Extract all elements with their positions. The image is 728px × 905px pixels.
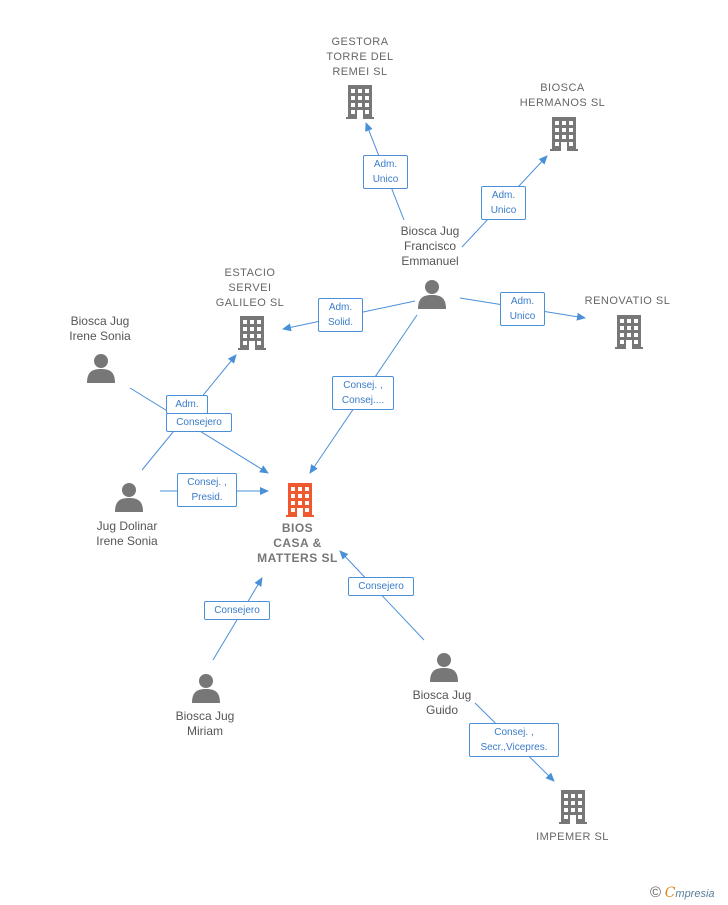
company-label-renovatio[interactable]: RENOVATIO SL [584, 295, 671, 307]
relation-label[interactable]: Adm. Unico [500, 292, 545, 326]
relation-label[interactable]: Consej. , Presid. [177, 473, 237, 507]
company-label-hermanos[interactable]: BIOSCA HERMANOS SL [519, 82, 606, 109]
person-icon[interactable] [430, 653, 458, 682]
relation-label[interactable]: Adm. Solid. [318, 298, 363, 332]
relation-label[interactable]: Adm. [166, 395, 208, 414]
relation-label[interactable]: Adm. Unico [481, 186, 526, 220]
person-label-irene-dolinar[interactable]: Jug Dolinar Irene Sonia [96, 519, 158, 548]
relation-label[interactable]: Consejero [166, 413, 232, 432]
person-icon[interactable] [192, 674, 220, 703]
person-label-miriam[interactable]: Biosca Jug Miriam [175, 709, 235, 738]
building-icon[interactable] [346, 85, 374, 119]
person-label-guido[interactable]: Biosca Jug Guido [412, 688, 472, 717]
relation-label[interactable]: Consej. , Secr.,Vicepres. [469, 723, 559, 757]
relation-label[interactable]: Consejero [348, 577, 414, 596]
building-icon[interactable] [559, 790, 587, 824]
relation-label[interactable]: Adm. Unico [363, 155, 408, 189]
copyright-icon: © [650, 884, 662, 901]
company-label-bios[interactable]: BIOS CASA & MATTERS SL [257, 521, 338, 565]
company-label-estacio[interactable]: ESTACIO SERVEI GALILEO SL [215, 267, 285, 309]
person-icon[interactable] [87, 354, 115, 383]
person-icon[interactable] [418, 280, 446, 309]
company-label-gestora[interactable]: GESTORA TORRE DEL REMEI SL [326, 36, 394, 78]
brand-initial: C [664, 885, 676, 901]
person-label-irene-biosca[interactable]: Biosca Jug Irene Sonia [69, 314, 131, 343]
person-icon[interactable] [115, 483, 143, 512]
edge-lines [129, 122, 586, 782]
brand-logo: © Cmpresia [650, 884, 715, 901]
building-icon[interactable] [550, 117, 578, 151]
relation-label[interactable]: Consej. , Consej.... [332, 376, 394, 410]
relation-label[interactable]: Consejero [204, 601, 270, 620]
company-label-impemer[interactable]: IMPEMER SL [536, 831, 609, 843]
building-icon[interactable] [286, 483, 314, 517]
person-label-francisco[interactable]: Biosca Jug Francisco Emmanuel [400, 224, 460, 268]
building-icon[interactable] [615, 315, 643, 349]
building-icon[interactable] [238, 316, 266, 350]
brand-name: mpresia [675, 888, 715, 900]
